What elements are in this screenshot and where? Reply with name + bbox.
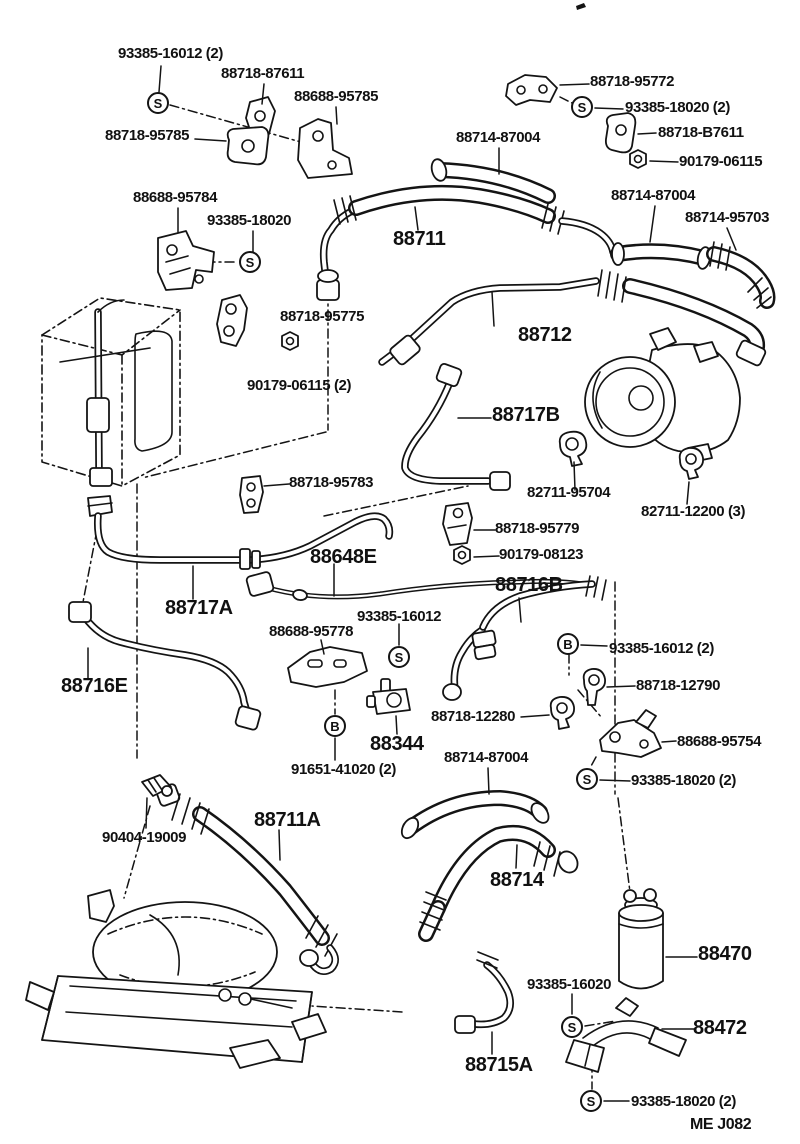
screw-symbol: S (388, 646, 410, 668)
part-label-88717A: 88717A (165, 597, 233, 619)
part-label-93385-16012-c: 93385-16012 (2) (609, 640, 714, 657)
part-label-90179-08123: 90179-08123 (499, 546, 584, 563)
part-label-88717B: 88717B (492, 404, 560, 426)
screw-symbol: S (147, 92, 169, 114)
evaporator-unit (41, 297, 181, 517)
brackets-and-clamps (141, 74, 704, 797)
part-label-88718-95772: 88718-95772 (590, 73, 675, 90)
leader-lines (87, 65, 737, 1102)
bolt-symbol: B (557, 633, 579, 655)
part-label-88648E: 88648E (310, 546, 377, 568)
part-label-88688-95778: 88688-95778 (269, 623, 354, 640)
part-label-88711A: 88711A (254, 809, 321, 831)
part-label-82711-12200: 82711-12200 (3) (641, 503, 746, 520)
part-label-93385-18020-c: 93385-18020 (2) (631, 772, 736, 789)
compressor-unit (584, 327, 741, 463)
part-label-88688-95754: 88688-95754 (677, 733, 762, 750)
screw-symbol: S (576, 768, 598, 790)
part-label-88711: 88711 (393, 228, 446, 250)
part-label-88718-95785: 88718-95785 (105, 127, 190, 144)
receiver-drier (618, 888, 664, 990)
part-label-93385-18020-d: 93385-18020 (2) (631, 1093, 736, 1110)
part-label-88718-12790: 88718-12790 (636, 677, 721, 694)
condenser-unit (25, 889, 327, 1069)
part-label-88344: 88344 (370, 733, 424, 755)
part-label-88718-95775: 88718-95775 (280, 308, 365, 325)
part-label-88715A: 88715A (465, 1054, 533, 1076)
screw-symbol: S (580, 1090, 602, 1112)
part-label-88718-95783: 88718-95783 (289, 474, 374, 491)
bolt-symbol: B (324, 715, 346, 737)
phantom-lines (82, 96, 631, 1090)
part-label-88718-87611: 88718-87611 (221, 65, 305, 82)
print-speck (576, 3, 586, 10)
drier-bracket (565, 997, 687, 1073)
part-label-88688-95785: 88688-95785 (294, 88, 379, 105)
hoses-and-pipes (68, 158, 776, 1034)
part-label-93385-16012-b: 93385-16012 (357, 608, 442, 625)
figure-code: ME J082 (690, 1116, 752, 1133)
part-label-88714-87004-a: 88714-87004 (456, 129, 541, 146)
part-label-93385-16012-a: 93385-16012 (2) (118, 45, 223, 62)
part-label-88718-B7611: 88718-B7611 (658, 124, 744, 141)
part-label-88472: 88472 (693, 1017, 747, 1039)
part-label-88470: 88470 (698, 943, 752, 965)
part-label-93385-16020: 93385-16020 (527, 976, 612, 993)
part-label-88714: 88714 (490, 869, 544, 891)
part-label-93385-18020-a: 93385-18020 (2) (625, 99, 730, 116)
part-label-88714-87004-c: 88714-87004 (444, 749, 529, 766)
screw-symbol: S (561, 1016, 583, 1038)
part-label-88714-95703: 88714-95703 (685, 209, 770, 226)
part-label-88716E: 88716E (61, 675, 128, 697)
part-label-88688-95784: 88688-95784 (133, 189, 218, 206)
part-label-88716B: 88716B (495, 574, 563, 596)
part-label-90404-19009: 90404-19009 (102, 829, 187, 846)
part-label-90179-06115-b: 90179-06115 (2) (247, 377, 352, 394)
part-label-93385-18020-b: 93385-18020 (207, 212, 292, 229)
part-label-90179-06115-a: 90179-06115 (679, 153, 763, 170)
part-label-82711-95704: 82711-95704 (527, 484, 611, 501)
part-label-88718-95779: 88718-95779 (495, 520, 580, 537)
part-label-88712: 88712 (518, 324, 572, 346)
part-label-91651-41020: 91651-41020 (2) (291, 761, 396, 778)
screw-symbol: S (571, 96, 593, 118)
screw-symbol: S (239, 251, 261, 273)
part-label-88718-12280: 88718-12280 (431, 708, 516, 725)
part-label-88714-87004-b: 88714-87004 (611, 187, 696, 204)
